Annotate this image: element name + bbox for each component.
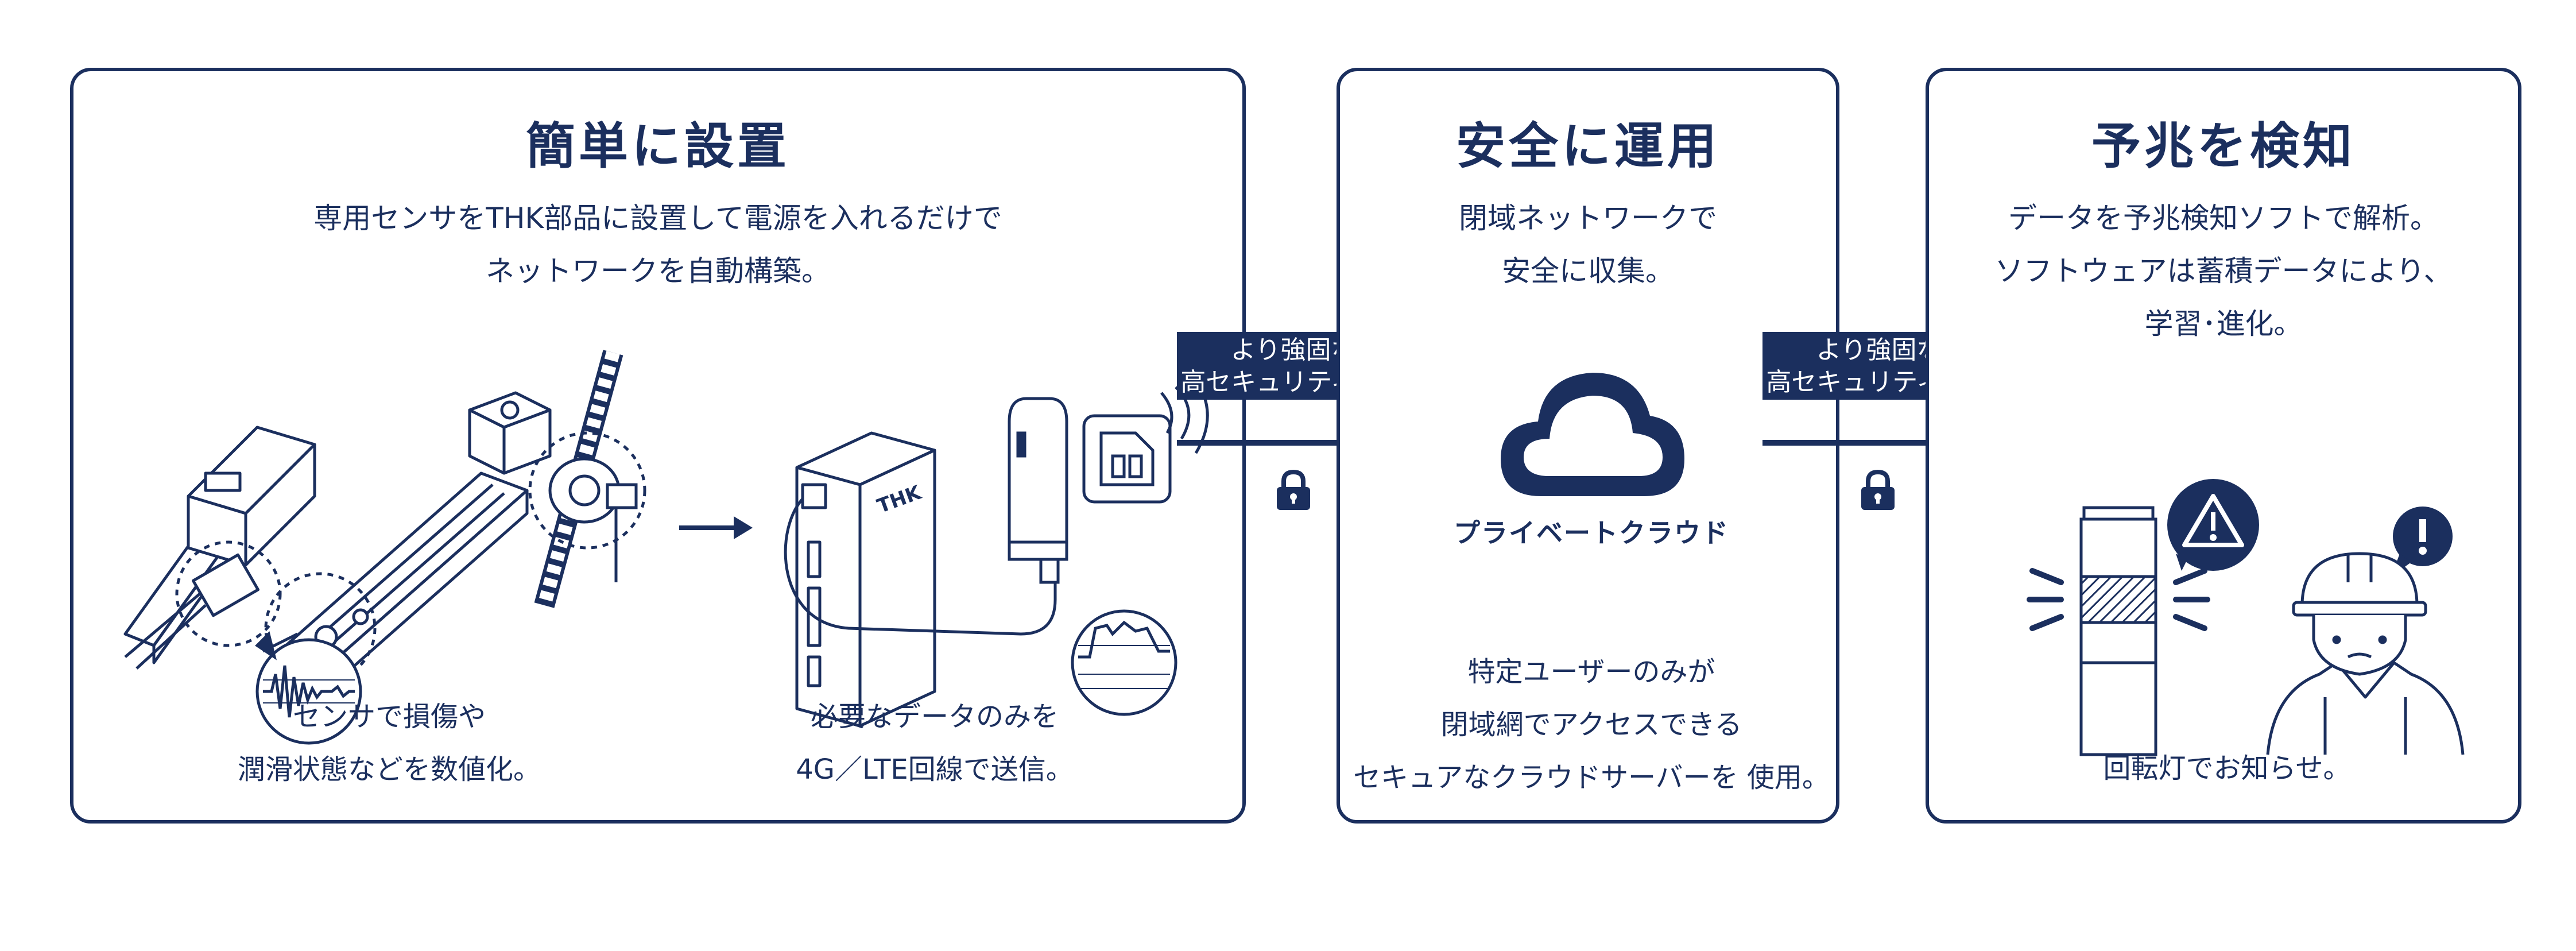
caption-line: 特定ユーザーのみが: [1467, 656, 1715, 688]
caption-line: 必要なデータのみを: [810, 701, 1059, 733]
panel-description: 専用センサをTHK部品に設置して電源を入れるだけで ネットワークを自動構築。: [73, 192, 1242, 297]
caption-cloud: 特定ユーザーのみが 閉域網でアクセスできる セキュアなクラウドサーバーを 使用。: [1340, 645, 1843, 804]
connection-line: [1177, 440, 1410, 446]
lock-icon: [1277, 469, 1310, 510]
panel-secure-operation: 安全に運用 閉域ネットワークで 安全に収集。 プライベートクラウド 特定ユーザー…: [1337, 68, 1839, 824]
worker-icon: [2266, 507, 2465, 755]
connection-line: [1762, 440, 1996, 446]
desc-line: データを予兆検知ソフトで解析。: [2008, 202, 2439, 235]
waveform-icon: [255, 631, 362, 745]
banner-line: より強固な: [1816, 335, 1942, 365]
panel-title: 予兆を検知: [2091, 118, 2356, 175]
arrow-right-icon: [679, 516, 753, 539]
caption-line: 4G／LTE回線で送信。: [796, 753, 1074, 786]
desc-line: 学習･進化。: [2144, 307, 2303, 341]
desc-line: ネットワークを自動構築。: [486, 254, 830, 288]
panel-predictive-detection: 予兆を検知 データを予兆検知ソフトで解析。 ソフトウェアは蓄積データにより、 学…: [1926, 68, 2521, 824]
caption-sensor: センサで損傷や 潤滑状態などを数値化。: [188, 690, 590, 796]
caption-line: セキュアなクラウドサーバーを 使用。: [1353, 761, 1830, 794]
panel-description: データを予兆検知ソフトで解析。 ソフトウェアは蓄積データにより、 学習･進化。: [1929, 192, 2518, 350]
desc-line: 専用センサをTHK部品に設置して電源を入れるだけで: [313, 202, 1002, 235]
cloud-label: プライベートクラウド: [1454, 517, 1729, 548]
usb-modem-icon: [1008, 397, 1068, 584]
cloud-icon: [1501, 373, 1684, 496]
panel-title: 簡単に設置: [526, 118, 790, 175]
desc-line: 安全に収集。: [1502, 254, 1674, 288]
lm-guide-icon: [123, 391, 552, 745]
signal-tower-light-icon: [2027, 479, 2259, 756]
caption-line: センサで損傷や: [292, 701, 486, 733]
panel-easy-install: 簡単に設置 専用センサをTHK部品に設置して電源を入れるだけで ネットワークを自…: [70, 68, 1246, 824]
desc-line: 閉域ネットワークで: [1459, 202, 1717, 235]
caption-line: 回転灯でお知らせ。: [2103, 752, 2351, 784]
caption-transmit: 必要なデータのみを 4G／LTE回線で送信。: [734, 690, 1136, 796]
signal-graph-icon: [1071, 609, 1177, 716]
banner-line: より強固な: [1230, 335, 1357, 365]
panel-description: 閉域ネットワークで 安全に収集。: [1340, 192, 1836, 297]
caption-line: 潤滑状態などを数値化。: [237, 753, 541, 786]
lock-icon: [1861, 469, 1895, 510]
sim-card-icon: [1082, 414, 1172, 504]
warning-triangle-icon: [2167, 479, 2259, 571]
desc-line: ソフトウェアは蓄積データにより、: [1994, 254, 2453, 288]
gateway-device-icon: THK: [784, 372, 1209, 728]
panel-title: 安全に運用: [1456, 118, 1720, 175]
ball-screw-icon: [528, 350, 646, 608]
caption-line: 閉域網でアクセスできる: [1440, 709, 1742, 741]
caption-alert: 回転灯でお知らせ。: [1929, 742, 2525, 795]
